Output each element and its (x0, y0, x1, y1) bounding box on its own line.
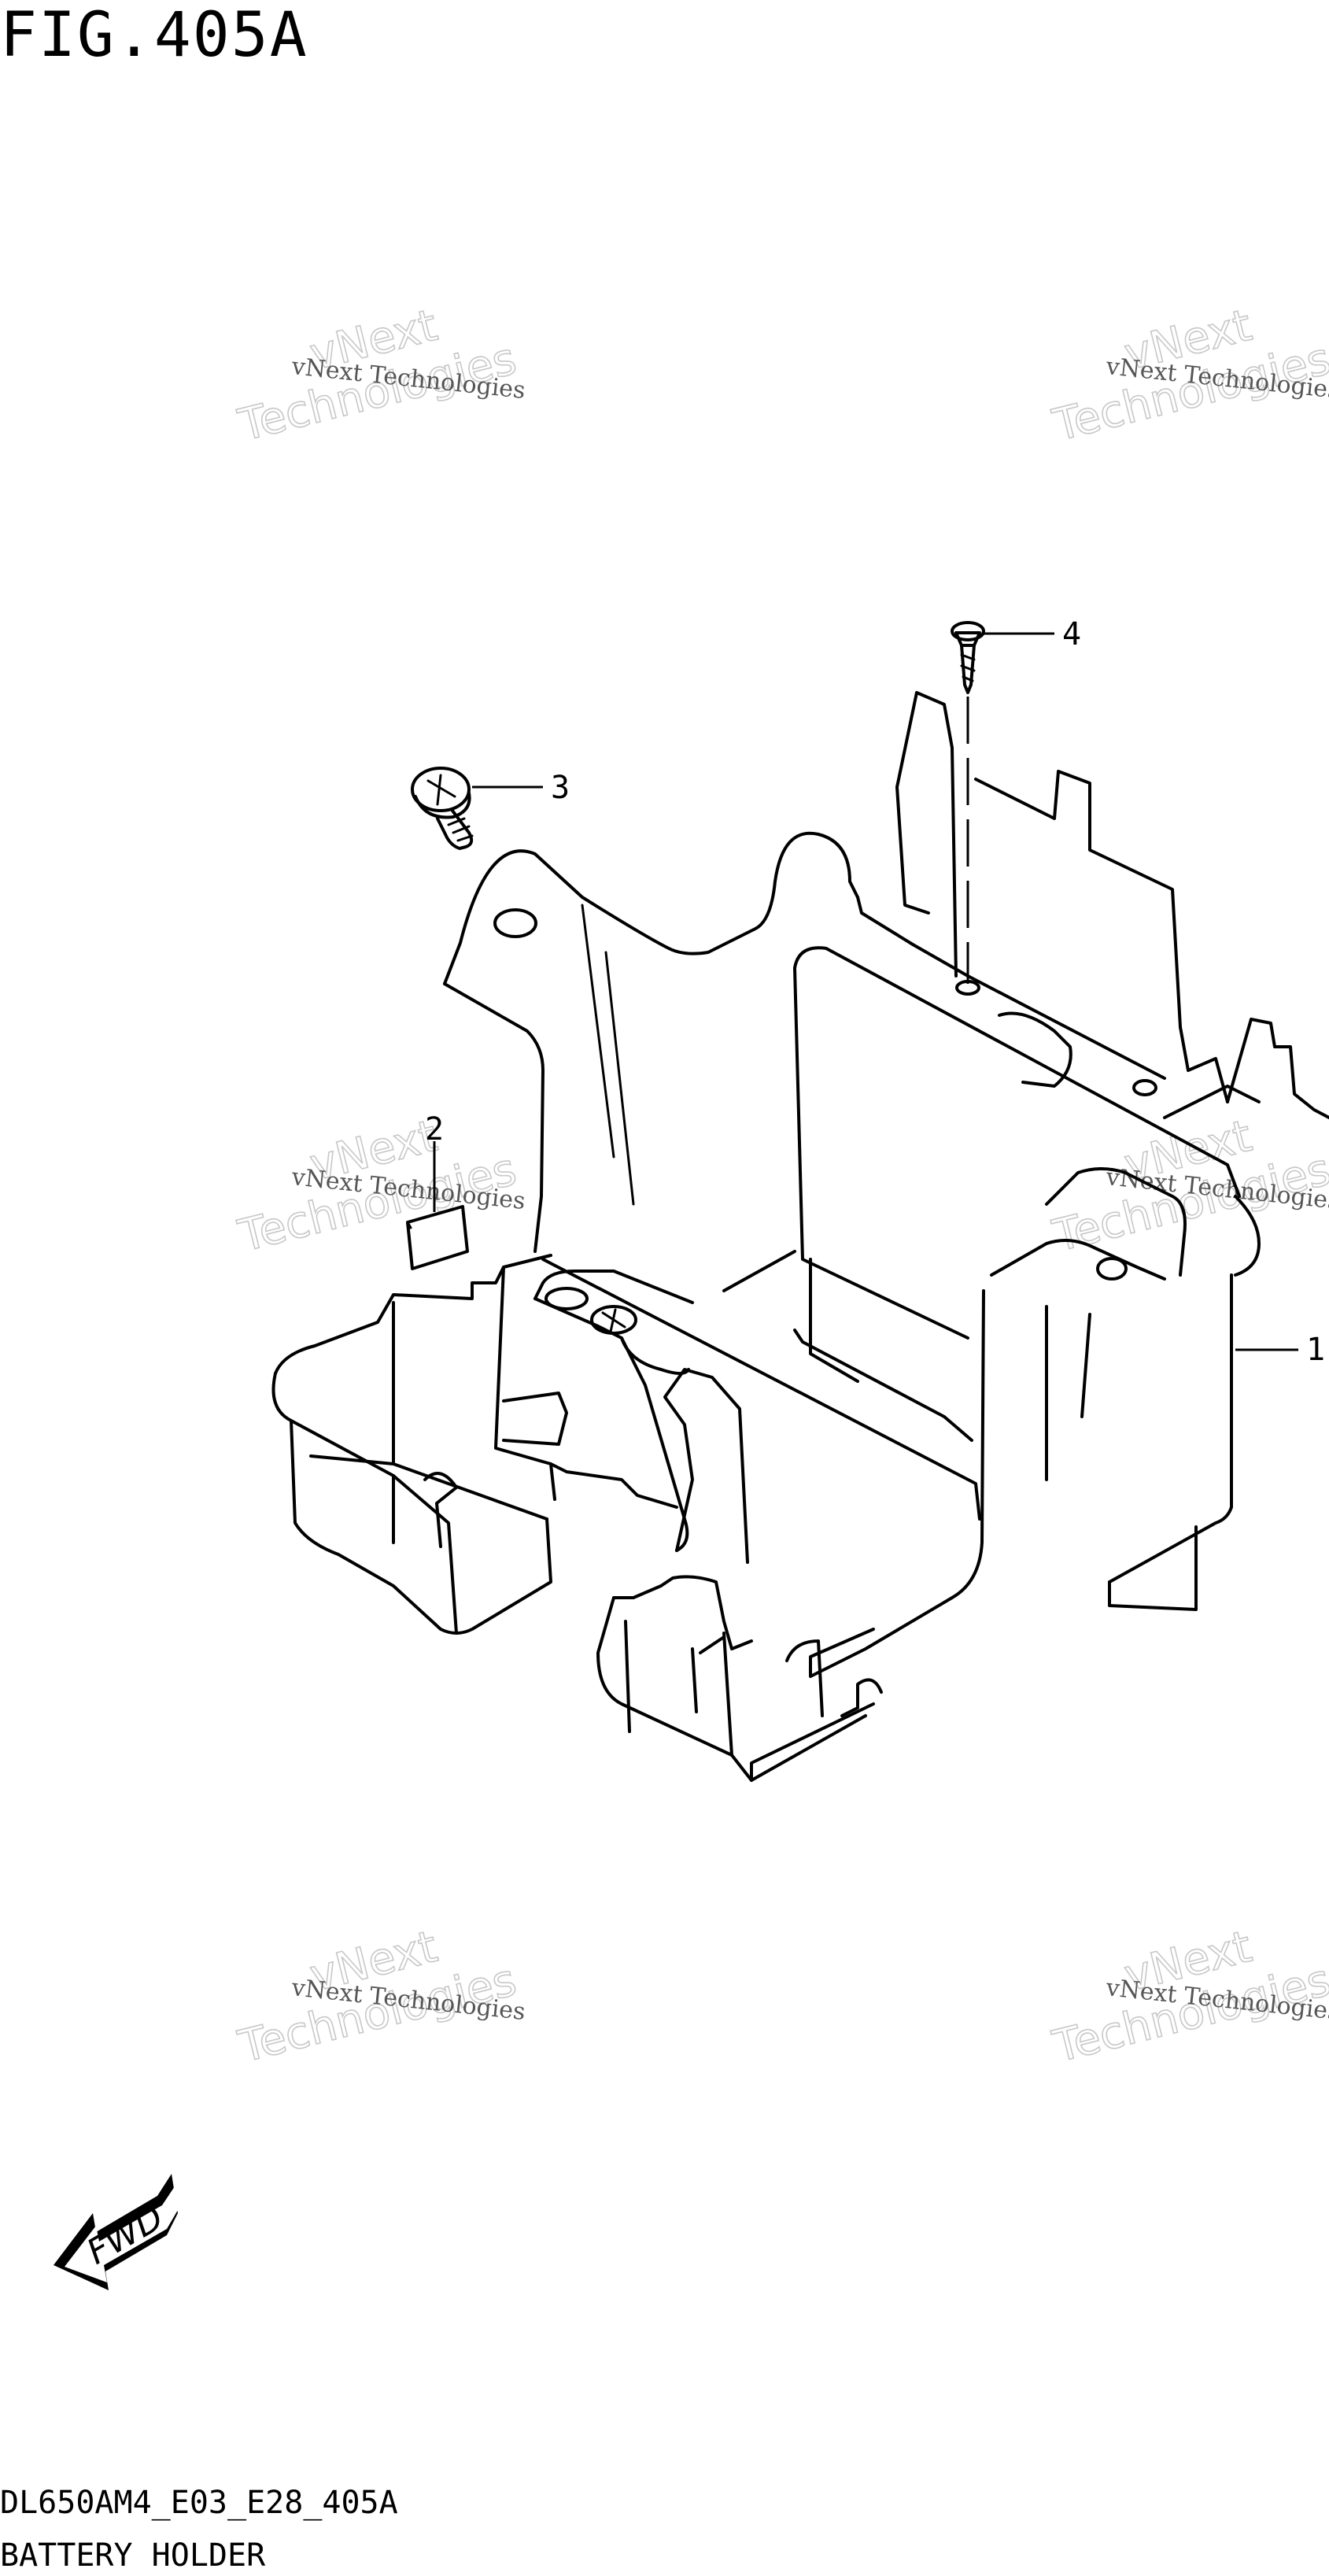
figure-code: DL650AM4_E03_E28_405A (0, 2485, 398, 2521)
figure-title: FIG.405A (0, 0, 308, 71)
callout-1: 1 (1235, 1332, 1325, 1368)
figure-name: BATTERY HOLDER (0, 2537, 266, 2574)
battery-holder-part (271, 691, 1329, 1782)
svg-text:4: 4 (1062, 616, 1081, 652)
watermark-top-left: vNext Technologies vNext Technologies (233, 299, 526, 452)
fwd-arrow-icon: FWD (54, 2174, 178, 2290)
svg-text:2: 2 (425, 1111, 444, 1148)
callout-4: 4 (984, 616, 1081, 652)
watermark-bottom-left: vNext Technologies vNext Technologies (233, 1920, 526, 2073)
screw-part (951, 621, 985, 996)
callout-3: 3 (472, 770, 570, 806)
svg-text:1: 1 (1306, 1332, 1325, 1368)
watermark-top-right: vNext Technologies vNext Technologies (1047, 299, 1329, 452)
watermark-middle-right: vNext Technologies vNext Technologies (1047, 1110, 1329, 1262)
watermark-middle-left: vNext Technologies vNext Technologies (233, 1110, 526, 1262)
svg-text:3: 3 (551, 770, 570, 806)
bolt-part (411, 767, 474, 850)
cushion-part (406, 1205, 469, 1270)
callout-2: 2 (425, 1111, 444, 1212)
watermark-bottom-right: vNext Technologies vNext Technologies (1047, 1920, 1329, 2073)
